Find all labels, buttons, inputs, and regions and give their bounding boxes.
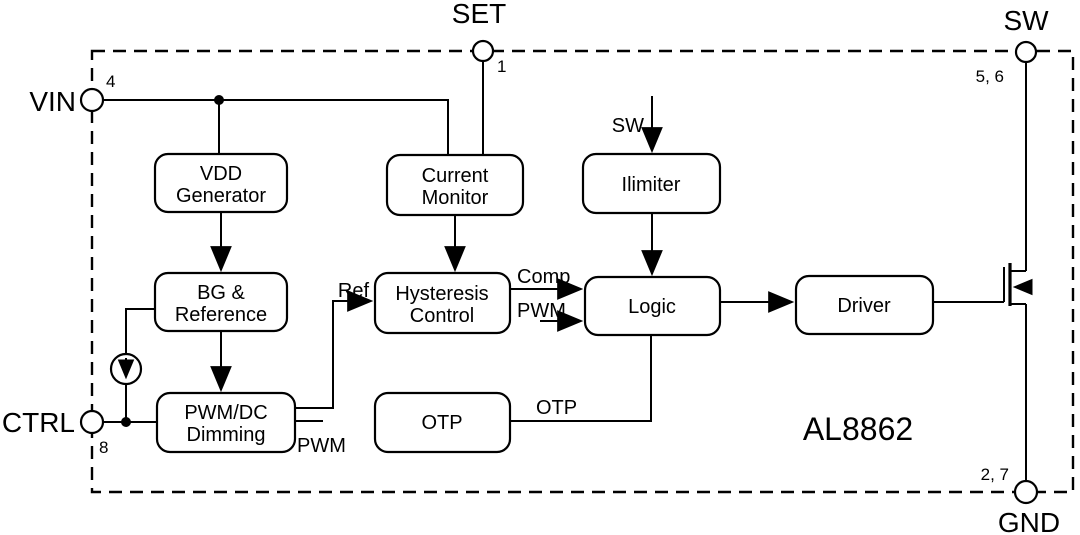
junction-ctrl <box>121 417 131 427</box>
signal-pwm-out-label: PWM <box>297 435 346 457</box>
signal-comp-label: Comp <box>517 266 570 288</box>
block-ilimiter-label: Ilimiter <box>622 174 681 196</box>
junction-vin <box>214 95 224 105</box>
pin-vin <box>79 87 105 113</box>
mosfet-symbol <box>1003 62 1033 481</box>
ic-boundary <box>90 49 1075 494</box>
block-otp-label: OTP <box>421 412 462 434</box>
wire-otp <box>510 335 652 422</box>
signal-otp-label: OTP <box>536 397 577 419</box>
wire-vin-rail <box>103 99 449 154</box>
signal-ref-label: Ref <box>338 280 370 302</box>
block-bg-reference-label: BG &Reference <box>175 282 267 326</box>
pin-ctrl <box>79 409 105 435</box>
pin-set-number: 1 <box>497 57 506 76</box>
block-hysteresis-control <box>373 271 512 335</box>
chip-name: AL8862 <box>803 411 913 447</box>
pin-vin-number: 4 <box>106 72 115 91</box>
signal-pwm-in-label: PWM <box>517 300 566 322</box>
block-pwm-dc-dimming <box>155 391 297 454</box>
block-driver <box>794 274 935 336</box>
pin-gnd-number: 2, 7 <box>981 465 1009 484</box>
block-logic <box>583 275 722 337</box>
block-driver-label: Driver <box>837 295 891 317</box>
block-ilimiter <box>581 152 722 215</box>
pin-vin-label: VIN <box>29 86 76 117</box>
block-vdd-generator <box>153 152 289 214</box>
block-bg-reference <box>153 271 289 333</box>
pin-sw-label: SW <box>1003 5 1049 36</box>
block-current-monitor <box>385 153 525 217</box>
block-logic-label: Logic <box>628 296 676 318</box>
pin-set-label: SET <box>452 0 506 29</box>
block-otp <box>373 391 512 454</box>
pin-ctrl-label: CTRL <box>2 407 75 438</box>
pin-set <box>471 39 495 63</box>
pin-ctrl-number: 8 <box>99 438 108 457</box>
signal-sw-label: SW <box>612 115 644 137</box>
pin-sw <box>1014 40 1038 64</box>
pin-sw-number: 5, 6 <box>976 67 1004 86</box>
wire-ref <box>295 290 374 409</box>
pin-gnd-label: GND <box>998 507 1060 535</box>
pin-gnd <box>1013 479 1039 505</box>
